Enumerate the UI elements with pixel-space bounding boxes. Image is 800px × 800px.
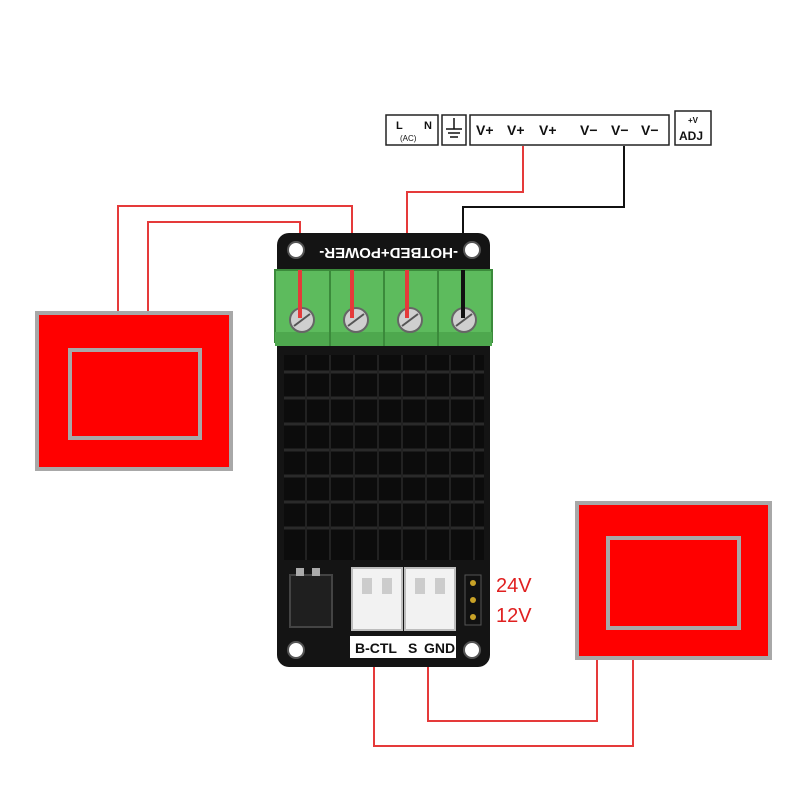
vplus-label-3: V+ (539, 122, 557, 138)
screw-icon[interactable] (397, 307, 423, 333)
psu-terminal-strip: L N (AC) V+ V+ V+ V− V− V− +V ADJ (385, 110, 712, 146)
mount-hole (287, 241, 305, 259)
ctl-wire-outer (373, 640, 634, 747)
vminus-label-1: V− (580, 122, 598, 138)
vminus-label-3: V− (641, 122, 659, 138)
connector-label-gnd: GND (424, 640, 455, 656)
mount-hole (463, 241, 481, 259)
voltage-label-12v: 12V (496, 605, 532, 627)
mount-hole (463, 641, 481, 659)
vplus-label-2: V+ (507, 122, 525, 138)
ac-n-label: N (424, 120, 432, 132)
signal-connector[interactable] (404, 567, 456, 631)
terminal-silkscreen-label: -HOTBED+POWER- (319, 244, 458, 261)
hotbed-heater (35, 311, 233, 471)
ac-sub-label: (AC) (400, 134, 417, 143)
mosfet-chip (289, 568, 333, 628)
screw-terminal-block (274, 269, 493, 346)
adj-box (674, 110, 712, 146)
vminus-label-2: V− (611, 122, 629, 138)
mosfet-board: -HOTBED+POWER- (274, 233, 493, 667)
ctl-wire-inner (427, 640, 598, 722)
screw-icon[interactable] (343, 307, 369, 333)
voltage-jumper[interactable] (464, 574, 482, 626)
heatsink (284, 355, 484, 560)
controlled-heater (575, 501, 772, 660)
ground-icon (446, 118, 462, 138)
mount-hole (287, 641, 305, 659)
adj-top-label: +V (688, 116, 699, 125)
screw-icon[interactable] (289, 307, 315, 333)
adj-label: ADJ (679, 129, 703, 143)
dc-output-box (469, 114, 670, 146)
ac-l-label: L (396, 120, 403, 132)
voltage-label-24v: 24V (496, 575, 532, 597)
connector-label-s: S (408, 640, 417, 656)
connector-label-bctl: B-CTL (355, 640, 397, 656)
vplus-label-1: V+ (476, 122, 494, 138)
signal-connector[interactable] (351, 567, 403, 631)
ac-input-box (385, 114, 439, 146)
